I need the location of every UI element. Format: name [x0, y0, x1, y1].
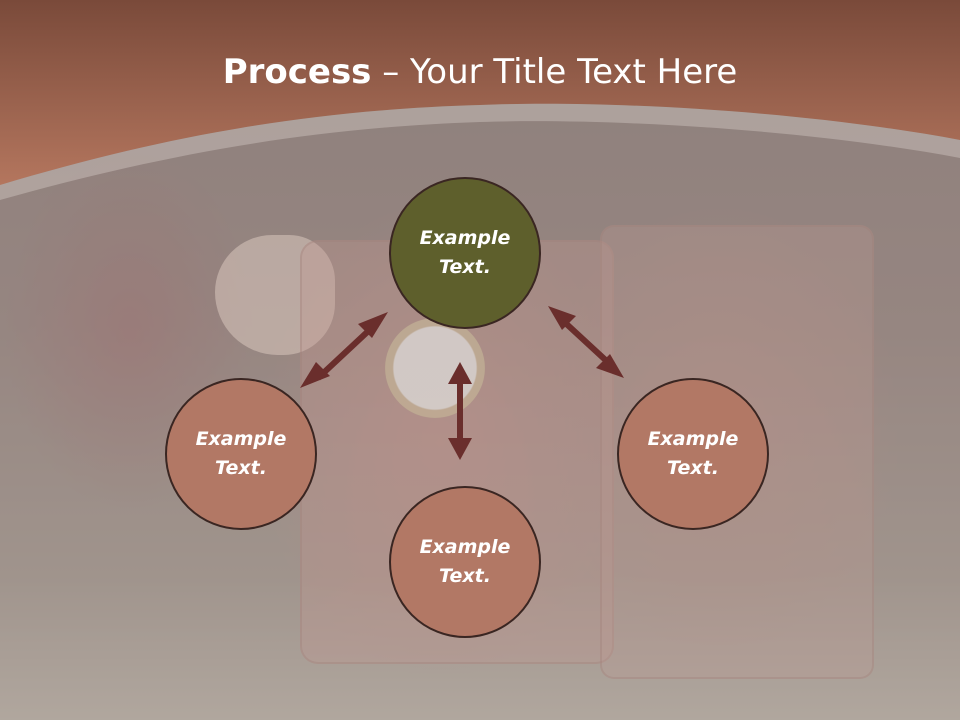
double-arrow-vertical	[448, 362, 472, 460]
node-center-line2: Text.	[439, 256, 491, 278]
node-bottom-line1: Example	[419, 536, 511, 558]
node-right-line1: Example	[647, 428, 739, 450]
title-rest: – Your Title Text Here	[371, 52, 738, 92]
node-bottom-line2: Text.	[439, 565, 491, 587]
title-banner	[0, 0, 960, 200]
node-right-line2: Text.	[667, 457, 719, 479]
node-left-line2: Text.	[215, 457, 267, 479]
node-left-line1: Example	[195, 428, 287, 450]
slide-title: Process – Your Title Text Here	[0, 52, 960, 92]
background-gauge	[385, 318, 485, 418]
title-bold: Process	[222, 52, 372, 92]
double-arrow-upper-left	[300, 312, 388, 388]
node-center-line1: Example	[419, 227, 511, 249]
double-arrow-upper-right	[548, 306, 624, 378]
